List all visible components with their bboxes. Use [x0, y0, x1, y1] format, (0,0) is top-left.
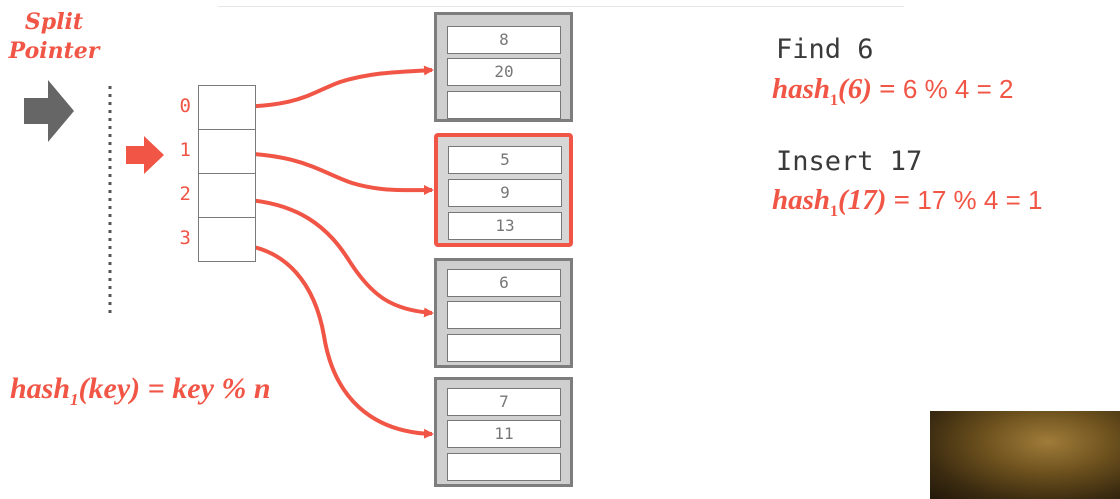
- find-hash-eq: =: [871, 73, 903, 105]
- bucket-2: 6: [434, 258, 573, 368]
- directory-index-0: 0: [179, 95, 191, 117]
- pointer-connector-0: [227, 65, 434, 109]
- hash-def-sub: 1: [70, 390, 79, 409]
- directory-index-3: 3: [179, 227, 191, 249]
- hash-def-fn: hash: [10, 372, 71, 405]
- directory-index-2: 2: [179, 183, 191, 205]
- pointer-connector-1: [227, 151, 434, 196]
- bucket-0-slot-1: 20: [447, 58, 561, 86]
- split-pointer-title: Split Pointer: [4, 8, 104, 66]
- bucket-3: 7 11: [434, 377, 573, 487]
- directory-slot-1: 1: [180, 129, 256, 174]
- directory-index-1: 1: [179, 139, 191, 161]
- insert-hash-arg: (17): [838, 184, 887, 216]
- find-hash-formula: hash1(6) = 6 % 4 = 2: [772, 73, 1013, 110]
- bucket-1-slot-2: 13: [448, 212, 562, 240]
- bucket-0-slot-2: [447, 91, 561, 119]
- insert-hash-sub: 1: [830, 202, 839, 220]
- presenter-webcam-overlay: [930, 411, 1120, 499]
- bucket-1-highlighted: 5 9 13: [434, 133, 573, 247]
- find-hash-arg: (6): [838, 73, 872, 105]
- top-divider: [218, 6, 904, 7]
- find-hash-sub: 1: [830, 91, 839, 109]
- bucket-1-slot-1: 9: [448, 179, 562, 207]
- find-hash-fn: hash: [772, 73, 831, 105]
- bucket-2-slot-1: [447, 301, 561, 329]
- bucket-0: 8 20: [434, 12, 573, 122]
- insert-operation-title: Insert 17: [776, 146, 923, 177]
- insert-hash-formula: hash1(17) = 17 % 4 = 1: [772, 184, 1042, 221]
- directory-slot-3: 3: [180, 217, 256, 262]
- find-hash-calc: 6 % 4 = 2: [902, 74, 1014, 104]
- bucket-3-slot-1: 11: [447, 420, 561, 448]
- bucket-0-slot-0: 8: [447, 26, 561, 54]
- split-pointer-legend-arrow-icon: [24, 80, 74, 142]
- pointer-connector-3: [227, 242, 434, 439]
- bucket-3-slot-0: 7: [447, 388, 561, 416]
- bucket-2-slot-2: [447, 334, 561, 362]
- find-operation-title: Find 6: [776, 34, 874, 65]
- insert-hash-eq: =: [886, 184, 918, 216]
- insert-hash-calc: 17 % 4 = 1: [917, 185, 1043, 215]
- bucket-2-slot-0: 6: [447, 269, 561, 297]
- bucket-1-slot-0: 5: [448, 146, 562, 174]
- split-pointer-line1: Split: [24, 9, 84, 35]
- directory-slot-2: 2: [180, 173, 256, 218]
- bucket-3-slot-2: [447, 453, 561, 481]
- split-pointer-line2: Pointer: [8, 38, 100, 64]
- directory-slot-0: 0: [180, 85, 256, 130]
- directory-table: 0 1 2 3: [180, 85, 256, 262]
- hash-def-rest: (key) = key % n: [78, 372, 271, 405]
- pointer-connector-2: [227, 197, 434, 318]
- split-pointer-arrow-icon: [126, 136, 164, 174]
- hash-function-definition: hash1(key) = key % n: [10, 372, 271, 410]
- insert-hash-fn: hash: [772, 184, 831, 216]
